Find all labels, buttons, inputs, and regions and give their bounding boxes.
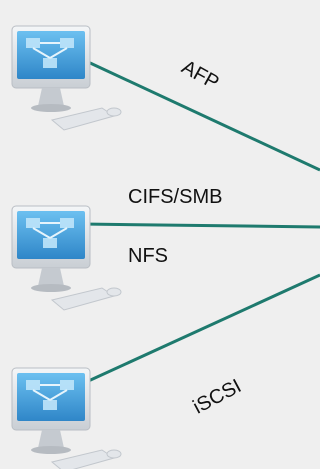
computer-icon [11,205,122,311]
computer-icon [11,25,122,131]
nfs-protocol-label: NFS [128,245,168,267]
cifs-nfs-connection-line [81,222,320,229]
afp-connection-line [87,60,320,172]
client-computer-middle [11,205,122,311]
client-computer-top [11,25,122,131]
cifs-smb-protocol-label: CIFS/SMB [128,186,223,208]
client-computer-bottom [11,367,122,469]
iscsi-connection-line [83,273,320,385]
computer-icon [11,367,122,469]
